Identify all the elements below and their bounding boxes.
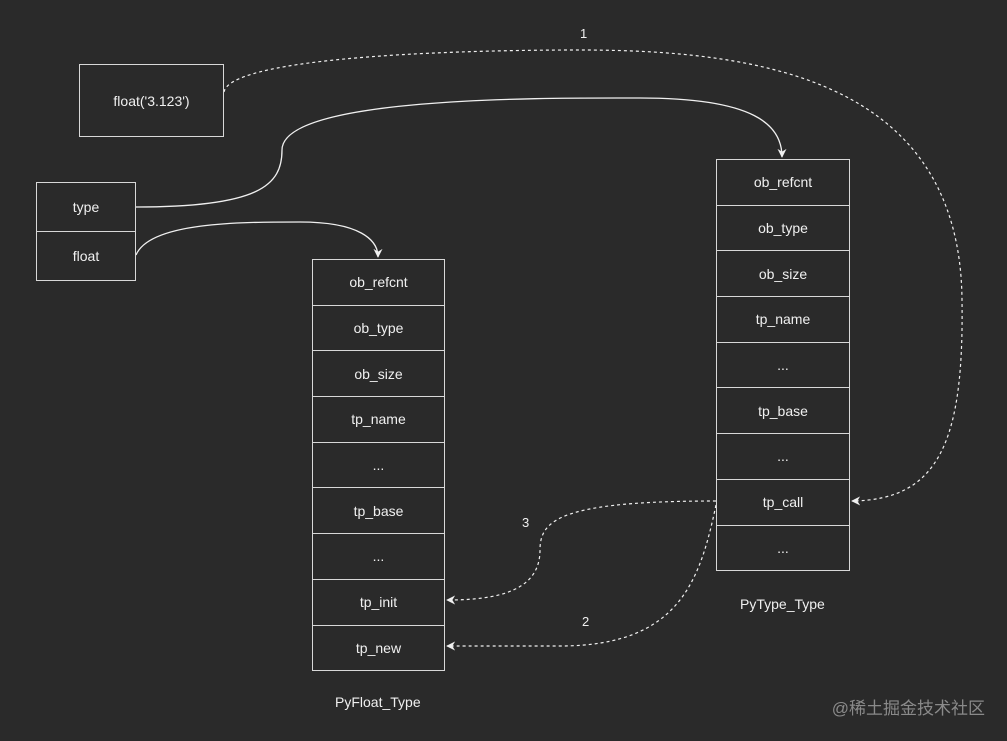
arrow-step-3	[446, 500, 717, 605]
pytype-field-ob-type: ob_type	[717, 206, 849, 252]
pyfloat-field-tp-init: tp_init	[313, 580, 444, 626]
pyfloat-field-ob-size: ob_size	[313, 351, 444, 398]
pytype-field-ellipsis-3: ...	[717, 526, 849, 572]
pytype-field-ellipsis-2: ...	[717, 434, 849, 480]
name-float: float	[37, 232, 135, 281]
pytype-field-tp-base: tp_base	[717, 388, 849, 435]
pytype-field-ob-refcnt: ob_refcnt	[717, 160, 849, 206]
pyfloat-type-title: PyFloat_Type	[335, 694, 421, 710]
pyfloat-field-ob-type: ob_type	[313, 306, 444, 352]
pyfloat-field-tp-base: tp_base	[313, 488, 444, 535]
pytype-field-tp-call: tp_call	[717, 480, 849, 526]
name-type: type	[37, 183, 135, 232]
call-expression-box: float('3.123')	[79, 64, 224, 137]
pytype-field-ob-size: ob_size	[717, 251, 849, 298]
names-box: type float	[36, 182, 136, 281]
arrow-type-to-pytype	[135, 97, 787, 208]
arrow-step-2	[446, 504, 717, 651]
step-label-1: 1	[580, 26, 588, 41]
pyfloat-field-ob-refcnt: ob_refcnt	[313, 260, 444, 306]
pytype-field-ellipsis-1: ...	[717, 343, 849, 389]
pyfloat-field-tp-name: tp_name	[313, 397, 444, 443]
call-expression-label: float('3.123')	[113, 92, 190, 109]
pyfloat-field-ellipsis-2: ...	[313, 534, 444, 580]
pyfloat-field-tp-new: tp_new	[313, 626, 444, 672]
arrow-step-1	[223, 49, 963, 506]
pyfloat-field-ellipsis-1: ...	[313, 443, 444, 489]
arrow-float-to-pyfloat	[135, 221, 383, 258]
step-label-2: 2	[582, 614, 590, 629]
pytype-type-struct: ob_refcnt ob_type ob_size tp_name ... tp…	[716, 159, 850, 572]
pytype-field-tp-name: tp_name	[717, 297, 849, 343]
pyfloat-type-struct: ob_refcnt ob_type ob_size tp_name ... tp…	[312, 259, 445, 672]
pytype-type-title: PyType_Type	[740, 596, 825, 612]
step-label-3: 3	[522, 515, 530, 530]
watermark-text: @稀土掘金技术社区	[831, 699, 985, 718]
